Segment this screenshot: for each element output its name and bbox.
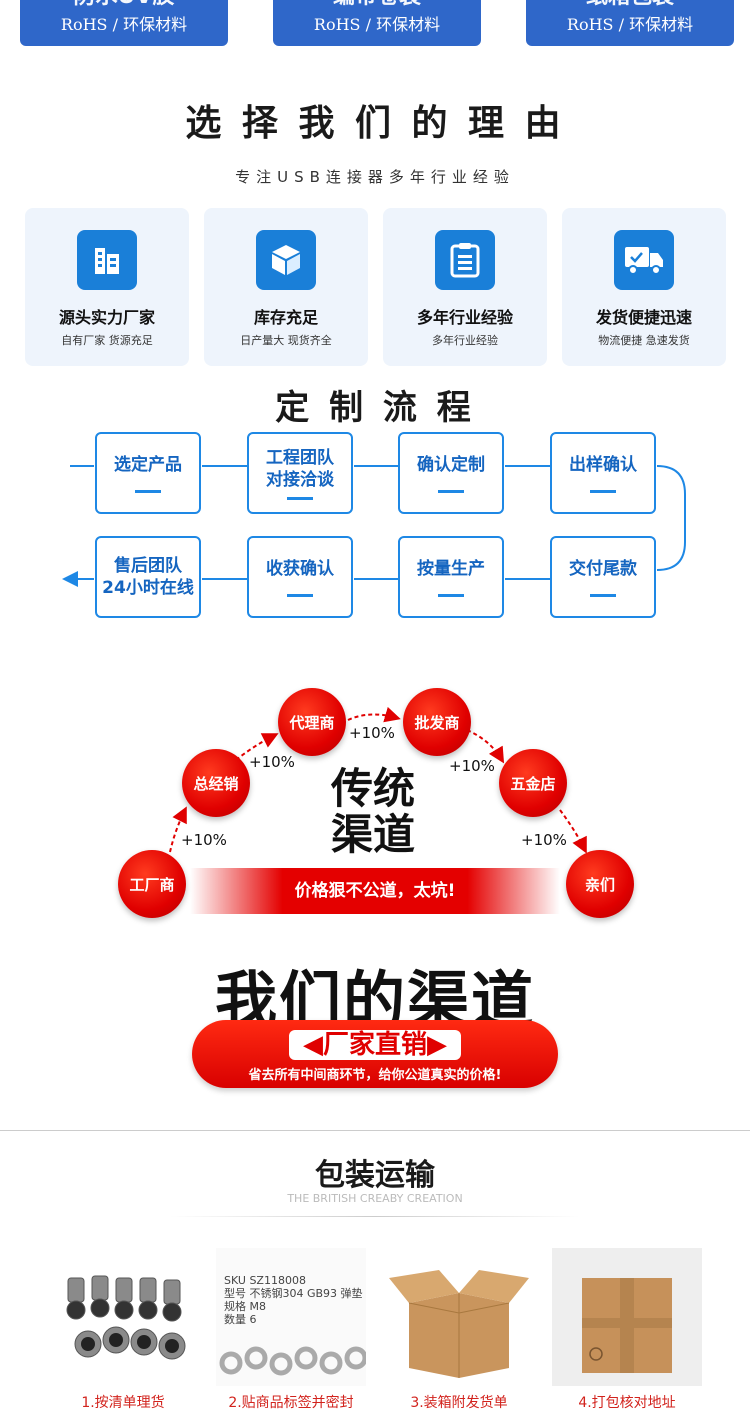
process-step-bar	[438, 489, 464, 493]
process-step-bar	[438, 593, 464, 597]
clipboard-icon	[435, 230, 495, 290]
box-icon	[256, 230, 316, 290]
channel-node-agent: 代理商	[278, 688, 346, 756]
process-step-bar	[135, 489, 161, 493]
process-step-label: 交付尾款	[569, 558, 637, 579]
reason-card-shipping: 发货便捷迅速 物流便捷 急速发货	[562, 208, 726, 366]
reason-card-factory: 源头实力厂家 自有厂家 货源充足	[25, 208, 189, 366]
pack-step-label: 2.贴商品标签并密封	[228, 1395, 354, 1411]
pack-photo-connectors	[48, 1248, 198, 1386]
reasons-title: 选 择 我 们 的 理 由	[185, 103, 565, 144]
reasons-subtitle: 专注USB连接器多年行业经验	[235, 168, 515, 186]
banner-card-carton: 纸箱包装 RoHS / 环保材料	[526, 0, 734, 46]
sku-label: SKU SZ118008 型号 不锈钢304 GB93 弹垫 规格 M8 数量 …	[224, 1274, 363, 1326]
process-step-production: 按量生产	[398, 536, 504, 618]
markup-label: +10%	[521, 831, 567, 849]
process-step-label: 售后团队 24小时在线	[102, 556, 194, 598]
channel-node-wholesaler: 批发商	[403, 688, 471, 756]
process-step-confirm-custom: 确认定制	[398, 432, 504, 514]
packing-title: 包装运输	[315, 1158, 435, 1193]
process-return-curve	[656, 465, 686, 571]
pack-step-label: 1.按清单理货	[81, 1395, 165, 1411]
process-step-label: 选定产品	[114, 454, 182, 475]
reason-title: 源头实力厂家	[58, 308, 155, 327]
process-step-after-sales: 售后团队 24小时在线	[95, 536, 201, 618]
markup-label: +10%	[349, 724, 395, 742]
section-divider	[0, 1130, 750, 1131]
process-step-select-product: 选定产品	[95, 432, 201, 514]
packing-subtitle: THE BRITISH CREABY CREATION	[287, 1192, 463, 1205]
reason-title: 发货便捷迅速	[595, 308, 692, 327]
markup-label: +10%	[181, 831, 227, 849]
process-connector	[70, 465, 94, 467]
pack-step-label: 4.打包核对地址	[578, 1395, 676, 1411]
reason-title: 库存充足	[253, 308, 318, 327]
markup-label: +10%	[449, 757, 495, 775]
process-connector	[202, 465, 248, 467]
reason-sub: 多年行业经验	[432, 334, 498, 347]
process-step-label: 出样确认	[569, 454, 637, 475]
pack-photo-sealed-carton	[552, 1248, 702, 1386]
banner-card-sub: RoHS / 环保材料	[60, 15, 188, 34]
process-step-bar	[590, 489, 616, 493]
process-step-engineering: 工程团队 对接洽谈	[247, 432, 353, 514]
traditional-channel-label: 传统 渠道	[330, 764, 415, 859]
pack-photo-open-carton	[384, 1248, 534, 1386]
channel-node-distributor: 总经销	[182, 749, 250, 817]
channel-node-customer: 亲们	[566, 850, 634, 918]
process-step-bar	[590, 593, 616, 597]
truck-icon	[614, 230, 674, 290]
process-step-label: 按量生产	[417, 558, 485, 579]
process-connector	[505, 465, 551, 467]
process-step-bar	[287, 593, 313, 597]
banner-card-uv-glue: 防水UV胶 RoHS / 环保材料	[20, 0, 228, 46]
process-step-label: 工程团队 对接洽谈	[266, 447, 334, 490]
packing-divider	[170, 1216, 580, 1217]
direct-sale-pill: ◀厂家直销▶ 省去所有中间商环节，给你公道真实的价格!	[192, 1020, 558, 1088]
process-connector	[202, 578, 248, 580]
process-step-label: 确认定制	[417, 454, 485, 475]
banner-card-title: 防水UV胶	[20, 0, 228, 8]
channel-node-hardware-store: 五金店	[499, 749, 567, 817]
banner-card-sub: RoHS / 环保材料	[566, 15, 694, 34]
reason-sub: 自有厂家 货源充足	[61, 334, 153, 347]
pack-photo-label-bag: SKU SZ118008 型号 不锈钢304 GB93 弹垫 规格 M8 数量 …	[216, 1248, 366, 1386]
reason-sub: 物流便捷 急速发货	[598, 334, 690, 347]
direct-sale-sub: 省去所有中间商环节，给你公道真实的价格!	[248, 1068, 502, 1083]
channel-node-factory: 工厂商	[118, 850, 186, 918]
reason-sub: 日产量大 现货齐全	[240, 334, 332, 347]
price-complaint-banner: 价格狠不公道，太坑!	[190, 868, 560, 914]
process-step-receipt: 收获确认	[247, 536, 353, 618]
process-step-label: 收获确认	[266, 558, 334, 579]
process-connector	[76, 578, 94, 580]
process-step-final-payment: 交付尾款	[550, 536, 656, 618]
process-title: 定 制 流 程	[275, 388, 475, 428]
reason-card-stock: 库存充足 日产量大 现货齐全	[204, 208, 368, 366]
banner-card-sub: RoHS / 环保材料	[313, 15, 441, 34]
banner-card-tape-reel: 编带卷装 RoHS / 环保材料	[273, 0, 481, 46]
banner-card-title: 编带卷装	[273, 0, 481, 8]
direct-sale-label: ◀厂家直销▶	[289, 1030, 461, 1060]
process-connector	[354, 465, 399, 467]
process-step-sample: 出样确认	[550, 432, 656, 514]
process-connector	[505, 578, 551, 580]
reason-title: 多年行业经验	[416, 308, 513, 327]
markup-label: +10%	[249, 753, 295, 771]
arrow-left-icon	[62, 571, 78, 587]
building-icon	[77, 230, 137, 290]
banner-card-title: 纸箱包装	[526, 0, 734, 8]
process-step-bar	[287, 496, 313, 500]
process-connector	[354, 578, 399, 580]
pack-step-label: 3.装箱附发货单	[410, 1395, 508, 1411]
reason-card-experience: 多年行业经验 多年行业经验	[383, 208, 547, 366]
